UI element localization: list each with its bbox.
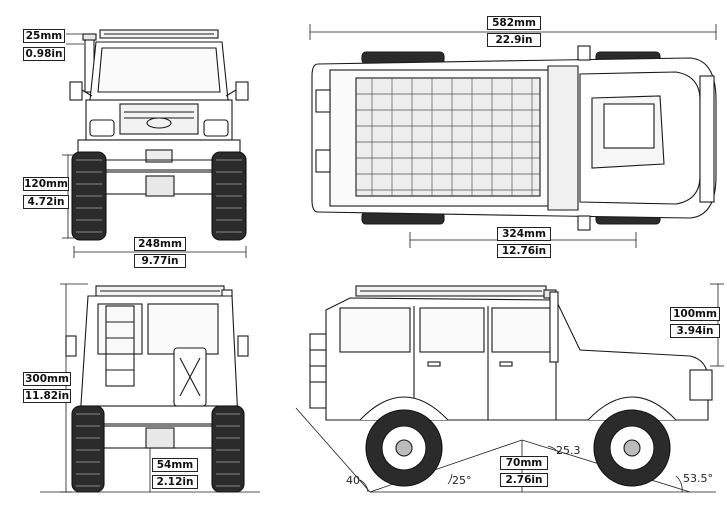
snorkel-height-mm-label: 25mm [23,29,65,43]
rear-clearance-mm-label: 54mm [152,458,198,472]
side-front-in-label: 3.94in [670,324,720,338]
rear-view-drawing [65,285,249,493]
belly-clearance-in-label: 2.76in [500,473,548,487]
front-ground-mm-label: 120mm [23,177,69,191]
wheelbase-in-label: 12.76in [497,244,551,258]
total-height-in-label: 11.82in [23,389,71,403]
total-height-mm-label: 300mm [23,372,71,386]
belly-clearance-mm-label: 70mm [500,456,548,470]
top-view-drawing [311,45,717,231]
side-view-drawing [295,285,716,493]
front-width-in-label: 9.77in [134,254,186,268]
wheelbase-mm-label: 324mm [497,227,551,241]
front-ground-in-label: 4.72in [23,195,69,209]
approach-angle-left-label: 40 [346,474,360,487]
rear-view-dimension-lines [40,283,260,493]
total-length-mm-label: 582mm [487,16,541,30]
breakover-angle-left-label: 25° [452,474,472,487]
front-view-drawing [69,29,249,241]
front-width-mm-label: 248mm [134,237,186,251]
rear-clearance-in-label: 2.12in [152,475,198,489]
snorkel-height-in-label: 0.98in [23,47,65,61]
departure-angle-right-label: 53.5° [683,472,713,485]
total-length-in-label: 22.9in [487,33,541,47]
side-front-mm-label: 100mm [670,307,720,321]
breakover-angle-right-label: 25.3 [556,444,581,457]
